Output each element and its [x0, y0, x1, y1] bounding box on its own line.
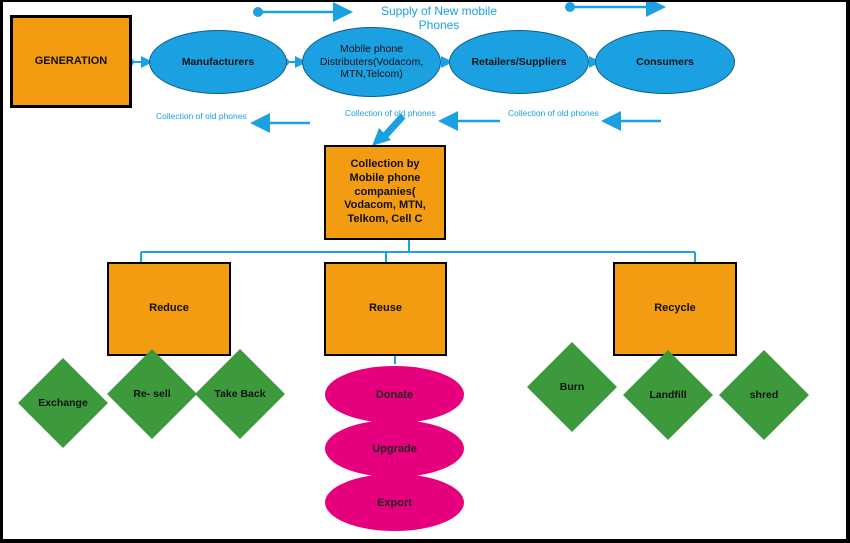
resell-diamond: Re- sell: [107, 349, 197, 439]
distributors-oval: Mobile phone Distributers(Vodacom, MTN,T…: [302, 27, 441, 97]
donate-oval: Donate: [325, 366, 464, 423]
reuse-box: Reuse: [324, 262, 447, 356]
consumers-oval: Consumers: [595, 30, 735, 94]
manufacturers-oval: Manufacturers: [149, 30, 287, 94]
supply-arrow-right: [565, 2, 666, 17]
generation-box: GENERATION: [10, 15, 132, 108]
supply-label: Supply of New mobile Phones: [380, 4, 498, 33]
collection-note-2: Collection of old phones: [345, 108, 436, 118]
diagram-canvas: Supply of New mobile Phones GENERATION M…: [3, 2, 846, 539]
reduce-box: Reduce: [107, 262, 231, 356]
collection-note-1: Collection of old phones: [156, 111, 247, 121]
collection-arrows: [250, 111, 661, 133]
take-back-diamond: Take Back: [195, 349, 285, 439]
exchange-diamond: Exchange: [18, 358, 108, 448]
retailers-oval: Retailers/Suppliers: [449, 30, 589, 94]
big-arrow-to-collection: [372, 113, 406, 146]
upgrade-oval: Upgrade: [325, 420, 464, 477]
collection-box: Collection by Mobile phone companies( Vo…: [324, 145, 446, 240]
supply-arrow-left: [253, 2, 353, 22]
export-oval: Export: [325, 474, 464, 531]
landfill-diamond: Landfill: [623, 350, 713, 440]
burn-diamond: Burn: [527, 342, 617, 432]
recycle-box: Recycle: [613, 262, 737, 356]
collection-note-3: Collection of old phones: [508, 108, 599, 118]
shred-diamond: shred: [719, 350, 809, 440]
